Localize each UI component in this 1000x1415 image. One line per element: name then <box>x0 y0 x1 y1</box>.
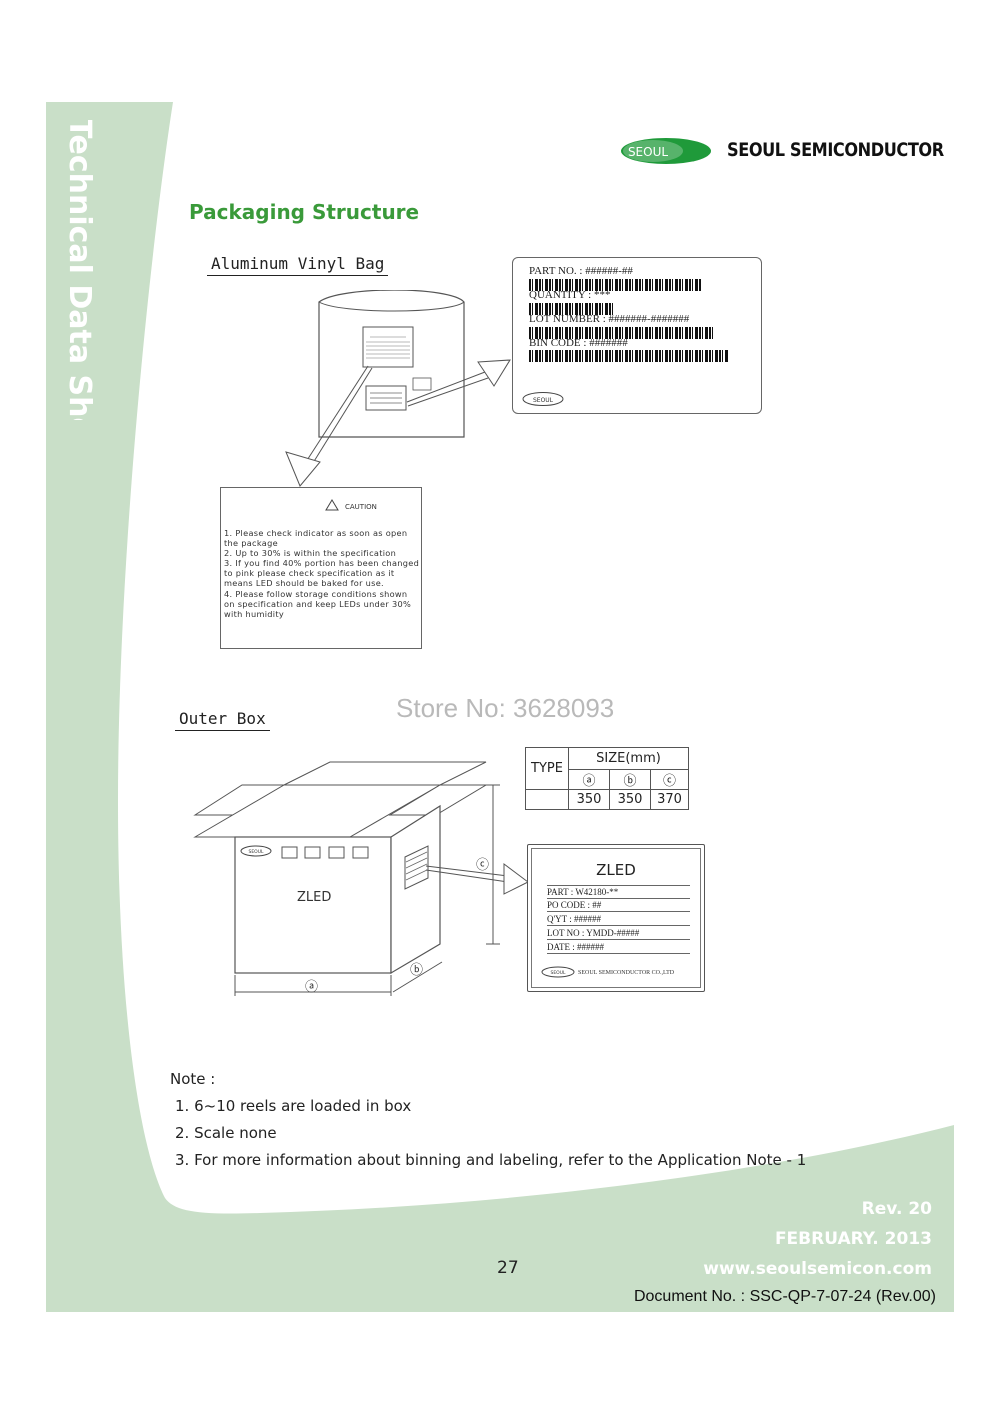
box-brand-text: ZLED <box>297 890 332 905</box>
dimension-a-label: ⓐ <box>305 980 319 995</box>
box-label-row: PO CODE : ## <box>547 899 690 912</box>
seoul-logo: SEOUL <box>621 138 711 164</box>
box-label-card: ZLED PART : W42180-** PO CODE : ## Q'YT … <box>527 844 705 992</box>
caution-card: CAUTION 1. Please check indicator as soo… <box>220 487 422 649</box>
svg-text:Technical Data Sheet: Technical Data Sheet <box>62 120 97 420</box>
note-item: 3. For more information about binning an… <box>175 1151 807 1169</box>
document-number: Document No. : SSC-QP-7-07-24 (Rev.00) <box>633 1288 936 1305</box>
note-item: 2. Scale none <box>175 1124 277 1142</box>
company-name: SEOUL SEMICONDUCTOR <box>727 139 944 161</box>
barcode <box>529 279 701 291</box>
barcode <box>529 327 715 339</box>
size-col-c: ⓒ <box>650 769 689 790</box>
dimension-c-label: ⓒ <box>476 858 490 873</box>
size-value-c: 370 <box>650 789 689 810</box>
warning-triangle-icon <box>325 499 339 511</box>
part-no-text: PART NO. : ######-## <box>529 265 633 277</box>
revision-text: Rev. 20 <box>861 1199 932 1219</box>
page-number: 27 <box>497 1258 519 1278</box>
size-header: SIZE(mm) <box>568 747 689 770</box>
size-value-b: 350 <box>609 789 651 810</box>
box-label-footer: SEOUL SEMICONDUCTOR CO.,LTD <box>578 970 675 976</box>
size-value-a: 350 <box>568 789 610 810</box>
seoul-small-logo: SEOUL <box>522 392 564 406</box>
box-label-title: ZLED <box>596 861 636 879</box>
svg-text:SEOUL: SEOUL <box>248 849 264 855</box>
size-col-a: ⓐ <box>568 769 610 790</box>
quantity-text: QUANTITY : *** <box>529 289 611 301</box>
outer-box-drawing: SEOUL <box>193 761 529 996</box>
box-label-row: LOT NO : YMDD-##### <box>547 927 690 940</box>
note-heading: Note : <box>170 1070 216 1088</box>
outer-box-label: Outer Box <box>175 709 270 731</box>
bag-drawing <box>285 290 511 487</box>
side-title: Technical Data Sheet <box>62 120 97 420</box>
website-link[interactable]: www.seoulsemicon.com <box>703 1259 932 1279</box>
dimension-b-label: ⓑ <box>410 963 424 978</box>
box-label-row: Q'YT : ###### <box>547 913 690 926</box>
note-item: 1. 6~10 reels are loaded in box <box>175 1097 412 1115</box>
type-header: TYPE <box>525 747 569 790</box>
lot-number-text: LOT NUMBER : #######-####### <box>529 313 690 325</box>
box-label-row: DATE : ###### <box>547 941 690 954</box>
section-title: Packaging Structure <box>189 200 420 224</box>
box-label-logo: SEOUL <box>541 966 575 978</box>
barcode <box>529 303 615 315</box>
caution-heading: CAUTION <box>345 503 377 511</box>
size-col-b: ⓑ <box>609 769 651 790</box>
size-table: TYPE SIZE(mm) ⓐ ⓑ ⓒ 350 350 370 <box>525 747 689 810</box>
svg-text:SEOUL: SEOUL <box>628 145 668 159</box>
product-label-card: PART NO. : ######-## QUANTITY : *** LOT … <box>512 257 762 414</box>
caution-text: 1. Please check indicator as soon as ope… <box>224 528 420 619</box>
store-watermark: Store No: 3628093 <box>396 693 615 723</box>
bin-code-text: BIN CODE : ####### <box>529 337 628 349</box>
svg-text:SEOUL: SEOUL <box>550 970 566 976</box>
bag-label: Aluminum Vinyl Bag <box>207 254 389 276</box>
box-label-row: PART : W42180-** <box>547 885 690 899</box>
svg-text:SEOUL: SEOUL <box>533 397 554 404</box>
barcode <box>529 350 729 362</box>
date-text: FEBRUARY. 2013 <box>774 1229 932 1249</box>
